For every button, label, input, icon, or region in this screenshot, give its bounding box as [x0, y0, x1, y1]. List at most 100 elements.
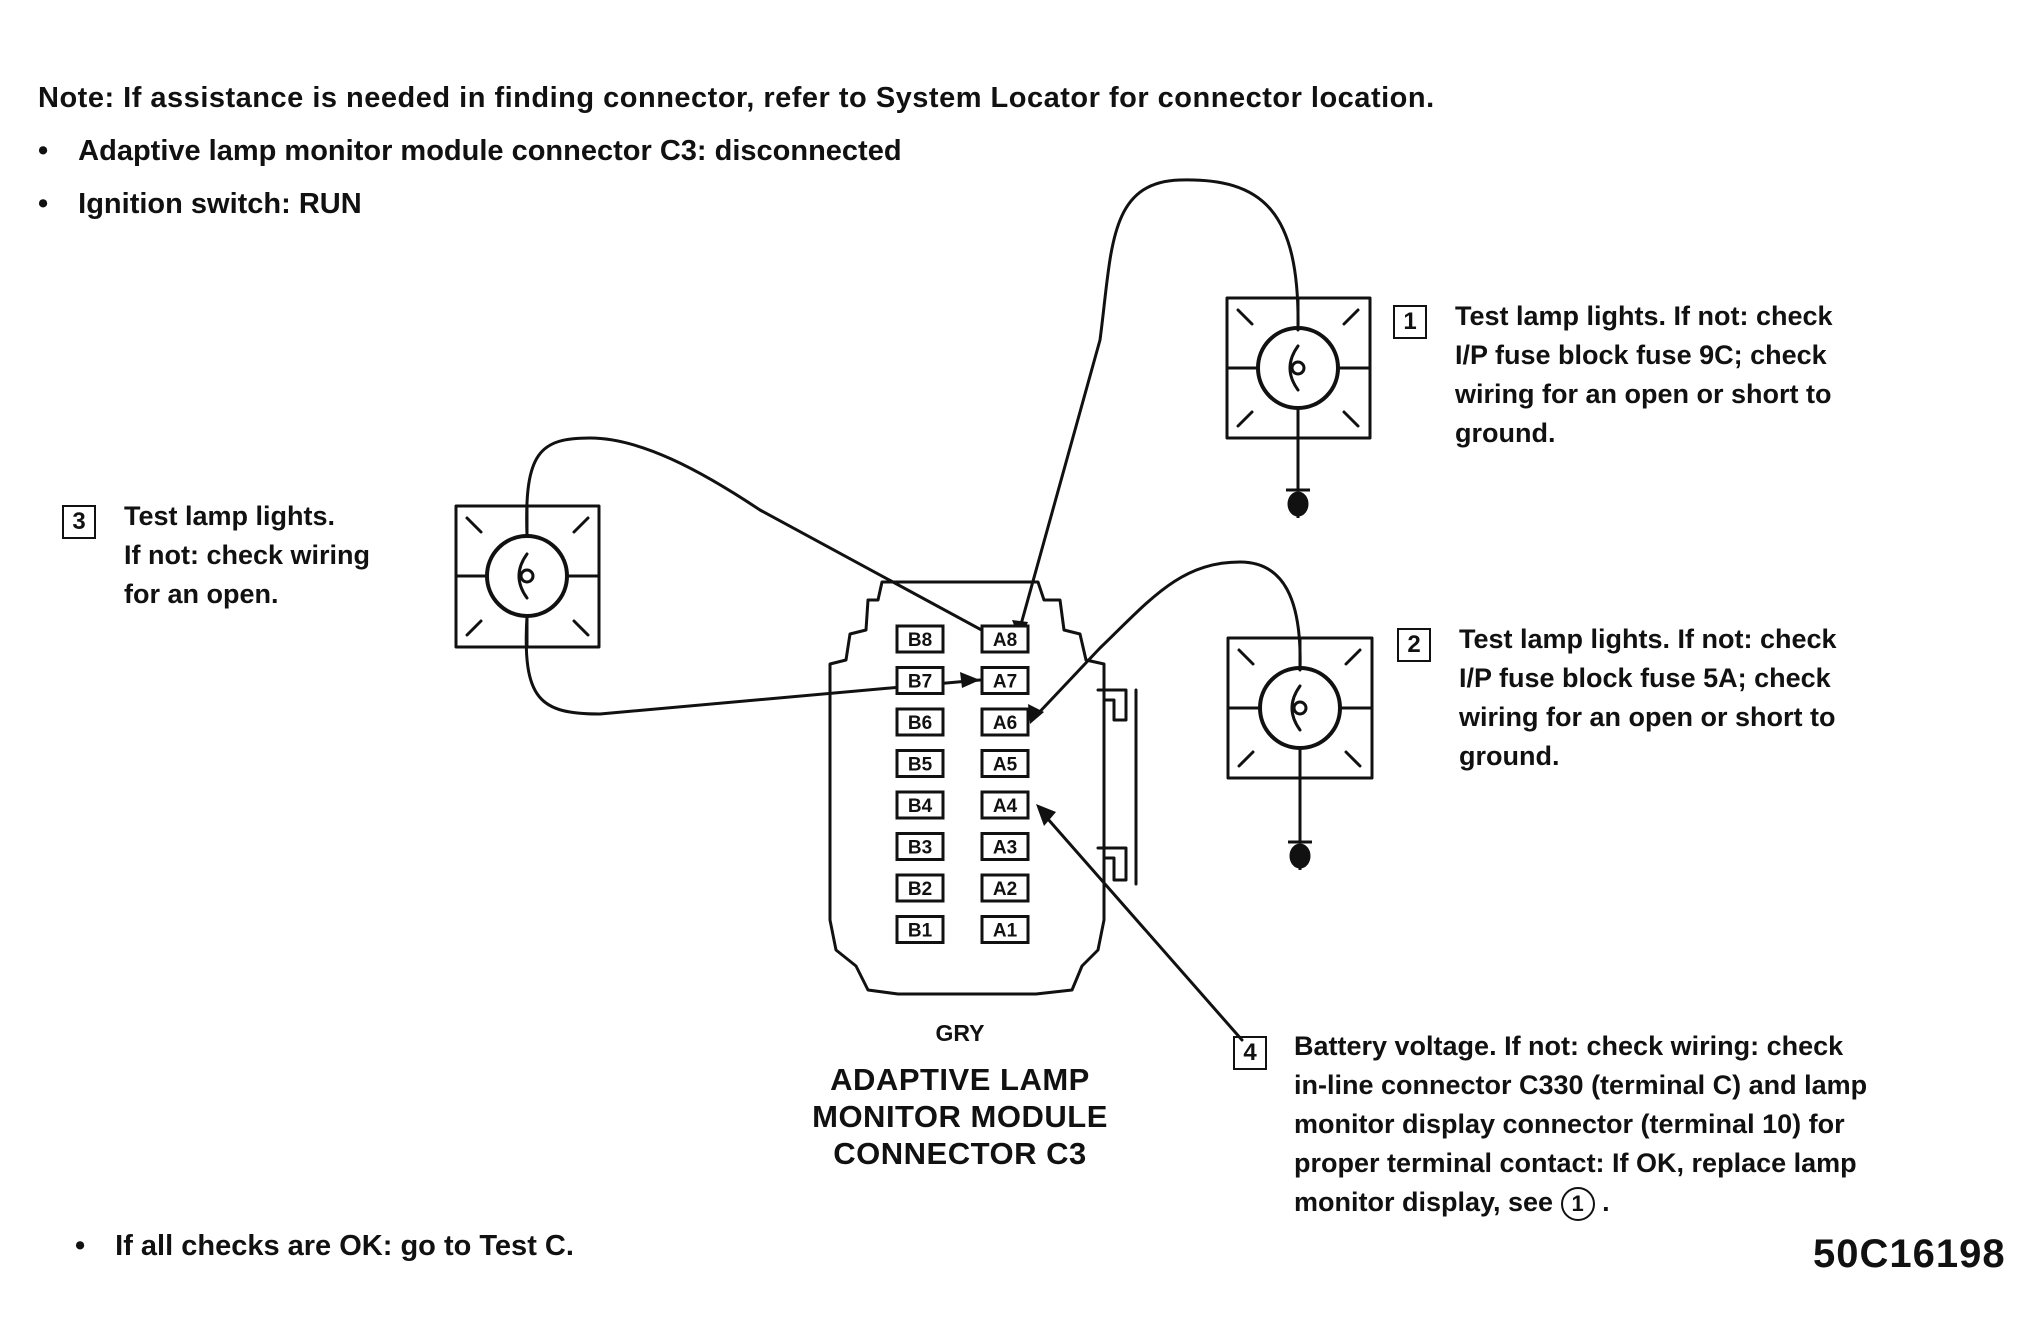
connector-caption: GRY ADAPTIVE LAMP MONITOR MODULE CONNECT…	[740, 1020, 1180, 1172]
pin-label: B7	[908, 672, 932, 693]
footer-note: • If all checks are OK: go to Test C.	[75, 1230, 574, 1263]
lamp-3-probe-wire-a	[525, 436, 1002, 642]
pin-b3: B3	[895, 832, 945, 861]
callout-1-text: Test lamp lights. If not: check I/P fuse…	[1455, 297, 1833, 453]
pin-label: B3	[908, 838, 932, 859]
pin-label: A3	[993, 838, 1017, 859]
reference-circle-icon: 1	[1560, 1186, 1595, 1221]
pin-label: B6	[908, 713, 932, 734]
callout-4-line: monitor display connector (terminal 10) …	[1294, 1109, 1845, 1139]
pin-box	[980, 707, 1030, 737]
callout-1-number: 1	[1393, 305, 1427, 339]
connector-name-line: MONITOR MODULE	[812, 1099, 1108, 1134]
pin-label: B5	[908, 755, 933, 776]
condition-1: • Adaptive lamp monitor module connector …	[38, 135, 902, 168]
pin-box	[895, 915, 945, 944]
arrow-a7	[960, 672, 980, 688]
callout-3-text: Test lamp lights. If not: check wiring f…	[124, 497, 370, 614]
pin-b4: B4	[895, 790, 945, 820]
pin-label: A7	[993, 672, 1017, 693]
pin-box	[980, 832, 1030, 861]
arrow-a4	[1036, 804, 1056, 826]
callout-4-line: Battery voltage. If not: check wiring: c…	[1294, 1031, 1844, 1061]
pin-label: A8	[993, 630, 1017, 651]
pin-b6: B6	[895, 707, 945, 737]
lamp-2-probe-wire	[1030, 560, 1302, 722]
connector-body	[828, 580, 1106, 996]
ground-symbol-1	[1286, 488, 1310, 518]
connector-color-code: GRY	[935, 1020, 985, 1046]
ground-symbol-2	[1288, 840, 1312, 870]
connector-name-line: CONNECTOR C3	[833, 1136, 1087, 1171]
pin-box	[895, 832, 945, 861]
callout-2-text: Test lamp lights. If not: check I/P fuse…	[1459, 620, 1837, 776]
pin-label: A4	[993, 796, 1018, 817]
pin-box	[980, 666, 1030, 695]
callout-1-line: wiring for an open or short to	[1455, 379, 1832, 409]
note-text: Note: If assistance is needed in finding…	[38, 82, 1435, 114]
pin-a7: A7	[980, 666, 1030, 695]
pin-b5: B5	[895, 749, 945, 778]
bullet-icon: •	[75, 1230, 86, 1262]
lamp-3-probe-wire-b	[524, 614, 982, 716]
bullet-icon: •	[38, 188, 49, 220]
pin-b2: B2	[895, 873, 945, 903]
callout-4-line-text: monitor display, see	[1294, 1187, 1554, 1217]
pin-a6: A6	[980, 707, 1030, 737]
pin-label: B8	[908, 630, 932, 651]
arrow-a6	[1028, 704, 1044, 724]
callout-3-number: 3	[62, 505, 96, 539]
callout-4-text: Battery voltage. If not: check wiring: c…	[1294, 1027, 1867, 1222]
pin-box	[895, 624, 945, 654]
pin-box	[895, 873, 945, 903]
pin-a1: A1	[980, 915, 1030, 944]
callout-2-line: I/P fuse block fuse 5A; check	[1459, 663, 1831, 693]
pin-b8: B8	[895, 624, 945, 654]
condition-2: • Ignition switch: RUN	[38, 188, 362, 221]
pin-a5: A5	[980, 749, 1030, 778]
pin-label: B2	[908, 879, 932, 900]
bullet-icon: •	[38, 135, 49, 167]
pin-label: A2	[993, 879, 1017, 900]
pin-label: A1	[993, 921, 1018, 942]
callout-2-line: Test lamp lights. If not: check	[1459, 624, 1837, 654]
pin-label: B1	[908, 921, 933, 942]
pin-b1: B1	[895, 915, 945, 944]
callout-4-trailing: .	[1602, 1187, 1610, 1217]
pin-box	[895, 666, 945, 695]
callout-3-line: If not: check wiring	[124, 540, 371, 570]
pin-label: A6	[993, 713, 1017, 734]
callout-2-line: wiring for an open or short to	[1459, 702, 1836, 732]
callout-1-line: Test lamp lights. If not: check	[1455, 301, 1833, 331]
callout-1-line: ground.	[1455, 418, 1556, 448]
connector-latch-lower	[1096, 846, 1128, 882]
pin-label: A5	[993, 755, 1018, 776]
callout-3-line: for an open.	[124, 579, 279, 609]
pin-box	[980, 624, 1030, 654]
callout-3-line: Test lamp lights.	[124, 501, 336, 531]
callout-4-line: in-line connector C330 (terminal C) and …	[1294, 1070, 1868, 1100]
pin-box	[895, 790, 945, 820]
pin-box	[895, 707, 945, 737]
pin-box	[895, 749, 945, 778]
pin-box	[980, 790, 1030, 820]
pin-a8: A8	[980, 624, 1030, 654]
condition-2-text: Ignition switch: RUN	[78, 188, 362, 220]
callout-1-line: I/P fuse block fuse 9C; check	[1455, 340, 1827, 370]
condition-1-text: Adaptive lamp monitor module connector C…	[78, 135, 902, 167]
callout-4-number: 4	[1233, 1036, 1267, 1070]
footer-text: If all checks are OK: go to Test C.	[115, 1230, 574, 1262]
pin-b7: B7	[895, 666, 945, 695]
pin-box	[980, 873, 1030, 903]
pin-a2: A2	[980, 873, 1030, 903]
pin-a4: A4	[980, 790, 1030, 820]
pin-box	[980, 749, 1030, 778]
lamp-1-probe-wire	[1018, 178, 1300, 630]
callout-2-line: ground.	[1459, 741, 1560, 771]
pin-a3: A3	[980, 832, 1030, 861]
pin-box	[980, 915, 1030, 944]
figure-code: 50C16198	[1813, 1232, 2006, 1276]
pin-label: B4	[908, 796, 933, 817]
connector-name-line: ADAPTIVE LAMP	[830, 1062, 1090, 1097]
